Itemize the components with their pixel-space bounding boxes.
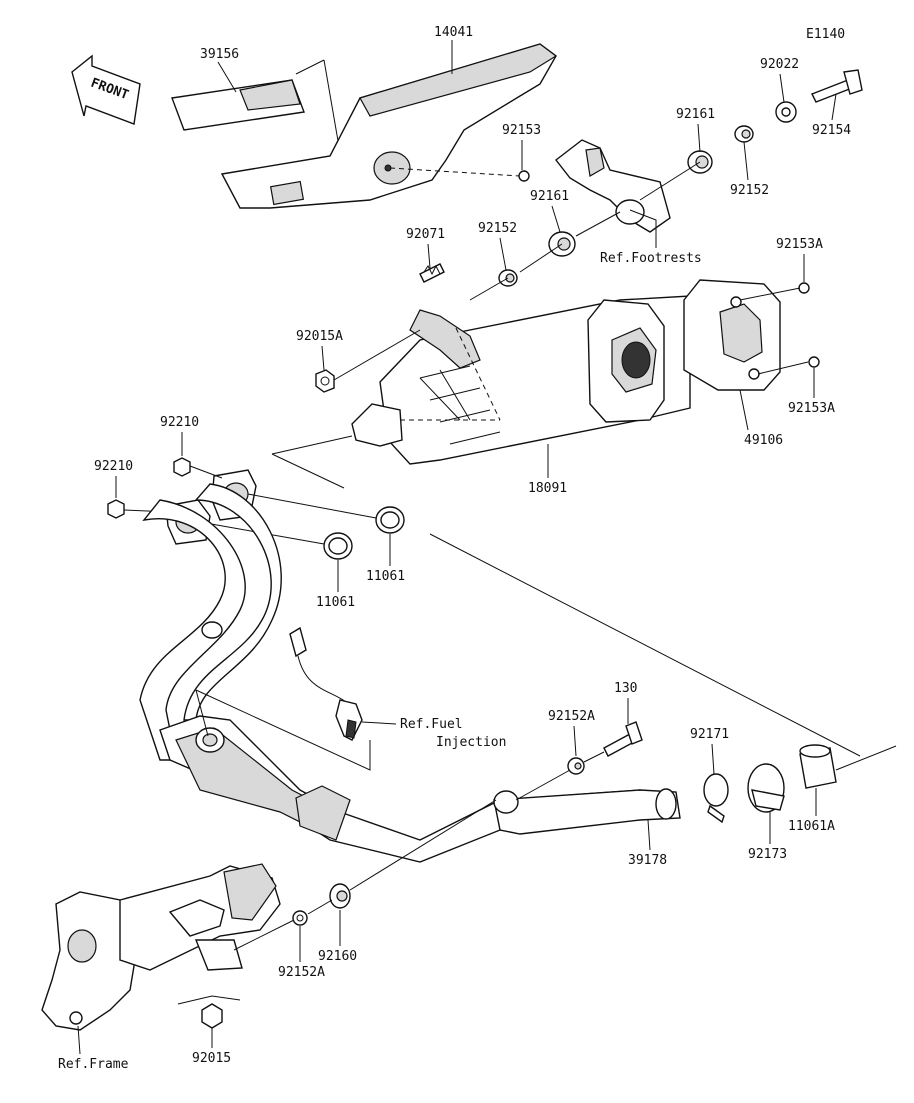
label-11061-upper: 11061 (366, 569, 405, 584)
label-92152A-upper: 92152A (548, 709, 595, 724)
muffler-18091 (351, 295, 691, 465)
gasket-11061A (799, 744, 837, 789)
ref-frame: Ref.Frame (58, 1057, 129, 1072)
label-92071: 92071 (406, 227, 445, 242)
collar-92152-upper (734, 125, 754, 143)
label-92153: 92153 (502, 123, 541, 138)
bolt-92154 (811, 69, 863, 103)
label-92015A: 92015A (296, 329, 343, 344)
ref-footrests: Ref.Footrests (600, 251, 702, 266)
label-92022: 92022 (760, 57, 799, 72)
oxygen-sensor (289, 626, 363, 741)
label-sticker-39156 (171, 59, 343, 165)
label-39178: 39178 (628, 853, 667, 868)
label-92153A-lower: 92153A (788, 401, 835, 416)
label-92161-upper: 92161 (676, 107, 715, 122)
diagram-code: E1140 (806, 27, 845, 42)
clamp-92171 (703, 773, 729, 824)
ref-fuel-injection-line1: Ref.Fuel (400, 717, 463, 732)
gasket-11061-lower (323, 532, 353, 560)
muffler-cover-49106 (683, 279, 781, 391)
footrest-bracket (555, 139, 671, 233)
label-92152A-lower: 92152A (278, 965, 325, 980)
label-92015: 92015 (192, 1051, 231, 1066)
bolt-92153A-upper (798, 282, 810, 294)
ref-fuel-injection-line2: Injection (436, 735, 506, 750)
nut-92015A (315, 369, 335, 393)
label-11061A: 11061A (788, 819, 835, 834)
label-92154: 92154 (812, 123, 851, 138)
frame-bracket (41, 863, 281, 1031)
nut-92015 (201, 1003, 223, 1029)
collar-92152A-lower (292, 910, 308, 926)
nut-92210-upper (173, 457, 191, 477)
label-92210-upper: 92210 (160, 415, 199, 430)
label-39156: 39156 (200, 47, 239, 62)
label-92210-lower: 92210 (94, 459, 133, 474)
label-92152-upper: 92152 (730, 183, 769, 198)
gasket-11061-upper (375, 506, 405, 534)
bolt-92153A-lower (808, 356, 820, 368)
label-92171: 92171 (690, 727, 729, 742)
label-92161-lower: 92161 (530, 189, 569, 204)
bolt-130 (603, 721, 643, 757)
clamp-92173 (747, 763, 785, 813)
label-130: 130 (614, 681, 637, 696)
label-92152-lower: 92152 (478, 221, 517, 236)
label-92153A-upper: 92153A (776, 237, 823, 252)
spring-92071 (419, 263, 445, 283)
tail-pipe-39178 (493, 788, 681, 835)
label-18091: 18091 (528, 481, 567, 496)
nut-92210-lower (107, 499, 125, 519)
label-49106: 49106 (744, 433, 783, 448)
bolt-92153 (518, 170, 530, 182)
label-14041: 14041 (434, 25, 473, 40)
collar-92152A-upper (567, 757, 585, 775)
washer-92022 (775, 101, 797, 123)
grommet-92160 (329, 883, 351, 909)
label-92160: 92160 (318, 949, 357, 964)
label-11061-lower: 11061 (316, 595, 355, 610)
label-92173: 92173 (748, 847, 787, 862)
front-arrow-icon: FRONT (71, 54, 141, 125)
